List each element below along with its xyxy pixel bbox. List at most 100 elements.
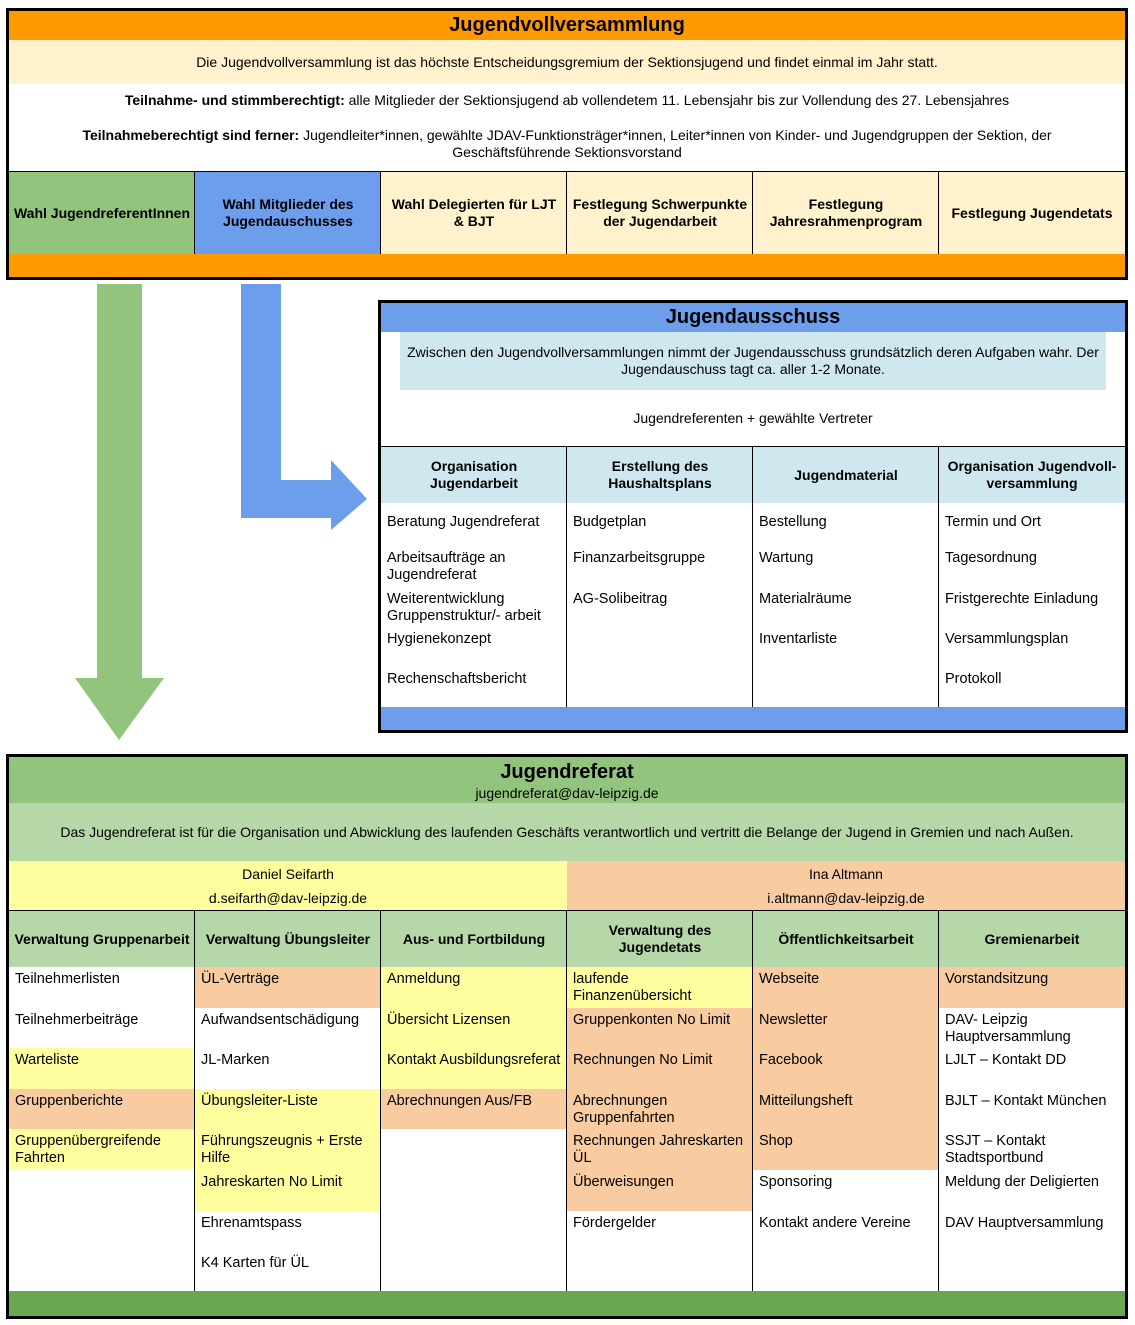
referat-column-header: Verwaltung Gruppenarbeit (9, 911, 195, 967)
referat-item: Abrechnungen Gruppenfahrten (573, 1093, 675, 1126)
referat-item: Übungsleiter-Liste (201, 1093, 318, 1109)
referat-item: Webseite (759, 971, 820, 987)
referat-item: Shop (759, 1133, 793, 1149)
referat-item: Rechnungen No Limit (573, 1052, 713, 1068)
referat-item: Mitteilungsheft (759, 1093, 853, 1109)
referat-title: Jugendreferat (500, 760, 634, 783)
referat-cell-fill (195, 1089, 381, 1129)
referat-item: Teilnehmerbeiträge (15, 1012, 139, 1028)
referat-column-header: Öffentlichkeitsarbeit (753, 911, 939, 967)
task-jahresrahmenprogram: Festlegung Jahresrahmenprogram (753, 172, 939, 254)
referat-item: K4 Karten für ÜL (201, 1255, 309, 1271)
versammlung-title: Jugendvollversammlung (9, 11, 1125, 40)
versammlung-teilnahmeberechtigt: Teilnahmeberechtigt sind ferner: Jugendl… (30, 118, 1104, 170)
referat-item: Aufwandsentschädigung (201, 1012, 360, 1028)
ausschuss-column-header: Organisation Jugendarbeit (381, 447, 567, 503)
referat-item: Teilnehmerlisten (15, 971, 120, 987)
referat-cell-fill (195, 1170, 381, 1211)
versammlung-description: Die Jugendvollversammlung ist das höchst… (9, 40, 1125, 84)
referat-item: Abrechnungen Aus/FB (387, 1093, 533, 1109)
referat-item: DAV Hauptversammlung (945, 1215, 1104, 1231)
referat-cell-fill (753, 1048, 939, 1089)
person1-box (9, 861, 567, 910)
referat-item: Sponsoring (759, 1174, 833, 1190)
ausschuss-item: Inventarliste (759, 631, 838, 647)
ausschuss-item: Bestellung (759, 514, 827, 530)
person2-name: Ina Altmann (809, 865, 883, 882)
referat-cell-fill (9, 1048, 195, 1089)
ausschuss-item: Beratung Jugendreferat (387, 514, 540, 530)
arrow-blue-bent (241, 284, 367, 530)
referat-cell-fill (9, 1089, 195, 1129)
referat-item: JL-Marken (201, 1052, 270, 1068)
referat-footer-bar (9, 1291, 1125, 1316)
ausschuss-column-header: Organisation Jugendvoll-versammlung (939, 447, 1125, 503)
person1-name: Daniel Seifarth (242, 865, 334, 882)
referat-item: BJLT – Kontakt München (945, 1093, 1107, 1109)
versammlung-footer-bar (9, 254, 1125, 277)
ausschuss-members: Jugendreferenten + gewählte Vertreter (633, 409, 873, 426)
referat-item: LJLT – Kontakt DD (945, 1052, 1067, 1068)
task-wahl-jugendausschuss: Wahl Mitglieder des Jugendauschusses (195, 172, 381, 254)
stimmberechtigt-text: alle Mitglieder der Sektionsjugend ab vo… (344, 91, 1010, 108)
ausschuss-item: Materialräume (759, 591, 852, 607)
ausschuss-column-header: Erstellung des Haushaltsplans (567, 447, 753, 503)
task-schwerpunkte: Festlegung Schwerpunkte der Jugendarbeit (567, 172, 753, 254)
referat-column-header: Aus- und Fortbildung (381, 911, 567, 967)
ausschuss-item: Hygienekonzept (387, 631, 491, 647)
referat-cell-fill (381, 1008, 567, 1048)
versammlung-stimmberechtigt: Teilnahme- und stimmberechtigt: alle Mit… (9, 84, 1125, 116)
person2-email: i.altmann@dav-leipzig.de (767, 889, 925, 906)
referat-column-header: Gremienarbeit (939, 911, 1125, 967)
task-jugendetats: Festlegung Jugendetats (939, 172, 1125, 254)
referat-description: Das Jugendreferat ist für die Organisati… (9, 803, 1125, 861)
ausschuss-item: AG-Solibeitrag (573, 591, 668, 607)
referat-item: Fördergelder (573, 1215, 657, 1231)
person1-email: d.seifarth@dav-leipzig.de (208, 889, 368, 906)
referat-cell-fill (567, 1048, 753, 1089)
referat-cell-fill (567, 967, 753, 1008)
ausschuss-item: Fristgerechte Einladung (945, 591, 1099, 607)
referat-email: jugendreferat@dav-leipzig.de (475, 784, 659, 801)
referat-item: Meldung der Deligierten (945, 1174, 1099, 1190)
person2-box (567, 861, 1125, 910)
referat-header (9, 757, 1125, 803)
referat-item: Überweisungen (573, 1174, 674, 1190)
referat-cell-fill (753, 1008, 939, 1048)
referat-cell-fill (195, 1129, 381, 1170)
referat-cell-fill (753, 967, 939, 1008)
referat-item: Gruppenübergreifende Fahrten (15, 1133, 161, 1166)
referat-cell-fill (567, 1170, 753, 1211)
ausschuss-item: Termin und Ort (945, 514, 1041, 530)
ausschuss-item: Finanzarbeitsgruppe (573, 550, 706, 566)
referat-cell-fill (381, 967, 567, 1008)
referat-item: Facebook (759, 1052, 823, 1068)
ausschuss-footer-bar (381, 707, 1125, 730)
referat-cell-fill (567, 1089, 753, 1129)
teilnahmeberechtigt-label: Teilnahmeberechtigt sind ferner: (82, 127, 300, 143)
ausschuss-item: Arbeitsaufträge an Jugendreferat (387, 550, 506, 583)
referat-cell-fill (567, 1129, 753, 1170)
referat-column-header: Verwaltung des Jugendetats (567, 911, 753, 967)
referat-cell-fill (381, 1089, 567, 1129)
referat-item: DAV- Leipzig Hauptversammlung (945, 1012, 1071, 1045)
referat-item: Ehrenamtspass (201, 1215, 302, 1231)
referat-item: ÜL-Verträge (201, 971, 280, 987)
ausschuss-title: Jugendausschuss (381, 303, 1125, 332)
ausschuss-column-header: Jugendmaterial (753, 447, 939, 503)
referat-cell-fill (753, 1089, 939, 1129)
teilnahmeberechtigt-text: Jugendleiter*innen, gewählte JDAV-Funkti… (299, 127, 1052, 160)
referat-item: laufende Finanzenübersicht (573, 971, 692, 1004)
ausschuss-description: Zwischen den Jugendvollversammlungen nim… (400, 332, 1106, 390)
referat-cell-fill (753, 1129, 939, 1170)
stimmberechtigt-label: Teilnahme- und stimmberechtigt: (124, 91, 345, 108)
task-wahl-delegierte: Wahl Delegierten für LJT & BJT (381, 172, 567, 254)
ausschuss-item: Weiterentwicklung Gruppenstruktur/- arbe… (387, 591, 541, 624)
ausschuss-item: Versammlungsplan (945, 631, 1069, 647)
referat-item: Übersicht Lizensen (387, 1012, 511, 1028)
referat-item: Anmeldung (387, 971, 461, 987)
referat-column-header: Verwaltung Übungsleiter (195, 911, 381, 967)
referat-item: Führungszeugnis + Erste Hilfe (201, 1133, 363, 1166)
referat-item: Gruppenkonten No Limit (573, 1012, 731, 1028)
ausschuss-item: Tagesordnung (945, 550, 1037, 566)
